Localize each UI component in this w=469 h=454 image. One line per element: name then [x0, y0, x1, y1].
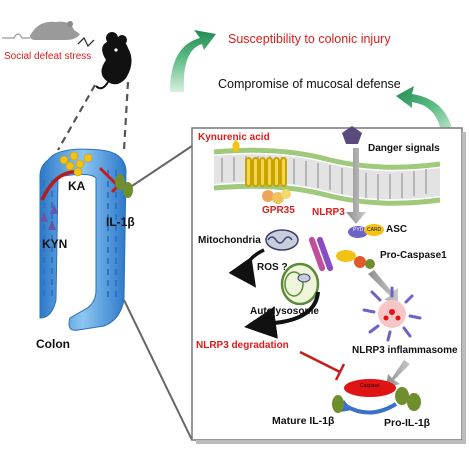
il1b-green-blobs-icon — [115, 174, 133, 198]
gray-mouse-icon — [2, 21, 80, 40]
colon-label: Colon — [36, 337, 70, 351]
nlrp3-degradation-label: NLRP3 degradation — [196, 340, 289, 351]
mature-il1b-label: Mature IL-1β — [272, 415, 335, 427]
mitochondria-icon — [265, 229, 299, 251]
card-label: CARD — [367, 227, 382, 233]
asc-label: ASC — [386, 224, 408, 235]
black-mouse-icon — [95, 32, 132, 90]
g-protein-icon — [262, 189, 291, 204]
kyn-label: KYN — [42, 237, 68, 251]
colon-illustration — [39, 148, 127, 331]
colon-to-panel-line — [131, 145, 193, 187]
degradation-inhibit-line — [299, 350, 346, 381]
nlrp3-label: NLRP3 — [312, 207, 345, 218]
caspase-label: Caspase — [360, 383, 380, 389]
zoom-line-left — [57, 84, 96, 151]
pyd-label: PYD — [353, 227, 364, 233]
ka-label: KA — [68, 179, 86, 193]
inflammasome-to-caspase-arrow — [386, 360, 410, 388]
caspase-oval-icon — [344, 379, 396, 397]
pro-caspase1-icon — [336, 250, 375, 269]
mito-to-ros-arrow — [228, 248, 265, 288]
panel-shadow-bottom — [196, 440, 466, 444]
stress-line-icon — [77, 36, 95, 48]
gpr35-receptor-icon — [245, 157, 287, 187]
ros-label: ROS ? — [257, 262, 288, 273]
il1b-label: IL-1β — [106, 215, 135, 229]
danger-arrow-icon — [346, 148, 366, 224]
compromise-label: Compromise of mucosal defense — [218, 77, 401, 91]
gpr35-label: GPR35 — [262, 205, 295, 216]
nlrp3-inflammasome-icon — [362, 286, 422, 342]
kynurenic-acid-ligand-icon — [232, 140, 240, 152]
autolysosome-curved-arrow — [244, 291, 320, 339]
up-curved-arrow-icon — [170, 30, 216, 92]
pro-il1b-label: Pro-IL-1β — [384, 417, 431, 429]
mitochondria-label: Mitochondria — [198, 235, 261, 246]
pro-caspase1-label: Pro-Caspase1 — [380, 250, 447, 261]
pro-il1b-blobs-icon — [395, 387, 421, 411]
nlrp3-protein-icon — [308, 236, 334, 272]
zoom-line-right — [122, 81, 130, 151]
susceptibility-label: Susceptibility to colonic injury — [228, 32, 391, 46]
danger-signal-pentagon-icon — [342, 126, 362, 144]
left-curved-arrow-icon — [396, 86, 454, 140]
ka-dots-icon — [59, 151, 93, 177]
autolysosome-label: Autolysosome — [250, 306, 319, 317]
autolysosome-icon — [280, 262, 320, 306]
panel-shadow-right — [462, 132, 466, 444]
social-defeat-stress-label: Social defeat stress — [4, 51, 92, 62]
kynurenic-acid-label: Kynurenic acid — [198, 132, 270, 143]
nlrp3-inflammasome-label: NLRP3 inflammasome — [352, 345, 458, 356]
danger-signals-label: Danger signals — [368, 143, 440, 154]
kyn-triangles-icon — [40, 204, 58, 230]
mature-il1b-blobs-icon — [332, 395, 344, 413]
asc-adaptor-icon — [348, 224, 384, 238]
colon-to-panel-line-bottom — [123, 299, 193, 441]
